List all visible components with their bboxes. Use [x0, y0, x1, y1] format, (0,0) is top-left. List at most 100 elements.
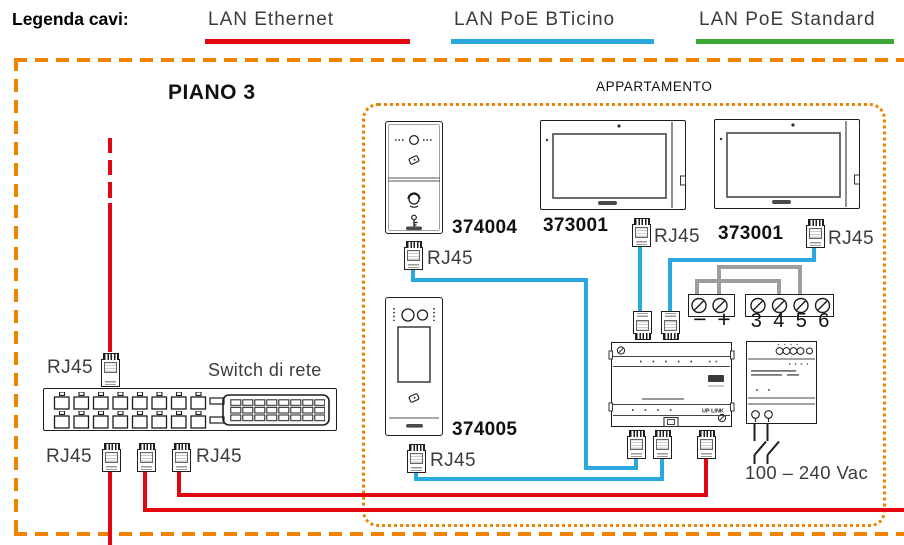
badge-reader-icon — [408, 155, 420, 165]
call-bell-icon — [407, 192, 421, 208]
side-notch — [680, 175, 686, 186]
mic-dot-icon — [545, 138, 549, 142]
brand-logo — [772, 200, 791, 204]
rj45-label-374005: RJ45 — [430, 450, 476, 471]
apartment-label: APPARTAMENTO — [596, 79, 713, 94]
central-poe-unit-art: UP LINK — [608, 346, 735, 428]
terminal-label-plus: + — [717, 306, 731, 332]
central-poe-unit: UP LINK — [608, 342, 735, 428]
terminal-hole — [789, 347, 798, 355]
power-supply-unit — [746, 341, 817, 424]
floor-border-bottom — [14, 532, 904, 536]
cable-segment-374005-run — [414, 477, 664, 481]
brand-logo — [708, 375, 724, 382]
disconnect-blade-icon — [753, 440, 767, 456]
cable-segment-port1-stub — [634, 455, 638, 470]
device-code-374004: 374004 — [452, 217, 518, 238]
fine-print — [787, 374, 799, 376]
key-icon — [411, 214, 418, 227]
terminal-block-power — [688, 294, 735, 317]
sensor-lens-icon — [416, 309, 429, 321]
cable-segment-monitor2-stub — [668, 258, 672, 313]
rj45-connector-central-bottom2 — [653, 430, 672, 459]
jumper-terminal4-vertical — [777, 279, 781, 296]
terminal-block-power-art — [691, 297, 728, 314]
screw-icon — [712, 297, 728, 314]
rj45-connector-central-bottom1 — [627, 430, 646, 459]
terminal-label-6: 6 — [818, 310, 830, 332]
jumper-plus-run — [717, 265, 802, 269]
cable-segment-switch-downlink2 — [143, 468, 147, 512]
mains-voltage-label: 100 – 240 Vac — [745, 462, 869, 483]
cable-segment-monitor2-drop — [812, 244, 816, 262]
screw-icon — [814, 297, 831, 314]
fine-print — [642, 398, 684, 400]
terminal-label-5: 5 — [795, 310, 807, 332]
din-clip — [730, 402, 735, 412]
terminal-hole — [806, 347, 813, 355]
fine-print — [751, 370, 796, 372]
floor-label: PIANO 3 — [168, 81, 256, 104]
screw-icon — [691, 297, 707, 314]
screw-icon — [793, 297, 809, 314]
brand-logo — [406, 424, 423, 428]
cable-segment-switch-downlink1 — [108, 468, 112, 545]
disconnect-blade-icon — [766, 440, 780, 456]
din-clip — [730, 350, 735, 360]
cable-segment-switch-to-central — [177, 468, 181, 497]
terminal-label-4: 4 — [773, 310, 785, 332]
brand-logo — [598, 201, 617, 205]
terminal-block-numbers — [745, 294, 834, 317]
cable-segment-riser-dash — [108, 182, 112, 198]
indoor-monitor-1 — [540, 120, 686, 210]
polarity-labels: − + — [688, 306, 736, 333]
cable-segment-port2-stub — [660, 455, 664, 481]
rj45-label-monitor1: RJ45 — [654, 226, 700, 247]
switch-right-panel — [222, 394, 330, 426]
screw-icon — [616, 346, 626, 355]
terminal-label-minus: − — [693, 306, 707, 332]
side-notch — [854, 174, 860, 185]
legend-item-lan-poe-standard: LAN PoE Standard — [696, 9, 894, 46]
rj45-connector-monitor2 — [806, 219, 825, 248]
cable-segment-switch-to-central-run — [177, 493, 708, 497]
din-clip — [608, 350, 613, 360]
terminal-hole — [782, 347, 791, 355]
jumper-minus-vertical — [695, 279, 699, 296]
legend-swatch-red — [205, 39, 410, 44]
jumper-minus-run — [695, 279, 781, 283]
rj45-connector-central-top1 — [633, 311, 652, 334]
rj45-connector-monitor1 — [632, 218, 651, 247]
terminal-number-labels: 3 4 5 6 — [745, 310, 835, 333]
cable-segment-374004-to-port1 — [584, 466, 638, 470]
camera-lens-icon — [401, 308, 415, 322]
entrance-panel-374005 — [385, 297, 443, 436]
floor-border-top — [14, 58, 904, 62]
indoor-monitor-2 — [714, 119, 860, 209]
camera-dot-icon — [791, 123, 795, 127]
fine-print — [751, 374, 782, 376]
legend-label-lan-ethernet: LAN Ethernet — [208, 9, 335, 30]
port-row-bottom — [53, 411, 209, 429]
mains-wire-right — [766, 424, 780, 464]
mains-wires — [753, 424, 780, 464]
rj45-connector-switch-port1 — [102, 443, 121, 472]
rj45-connector-central-top2 — [661, 311, 680, 334]
rj45-label-monitor2: RJ45 — [828, 228, 874, 249]
cable-segment-riser-to-switch — [108, 203, 112, 352]
terminal-label-3: 3 — [750, 310, 762, 332]
monitor2-art — [719, 121, 860, 207]
terminal-hole — [775, 347, 784, 355]
badge-reader-icon — [408, 393, 420, 403]
output-terminal — [751, 410, 760, 419]
jumper-terminal5-vertical — [798, 265, 802, 296]
legend-label-lan-poe-standard: LAN PoE Standard — [699, 9, 876, 30]
cable-segment-374004-riser — [584, 278, 588, 470]
screw-icon — [717, 413, 727, 423]
jumper-plus-vertical — [717, 265, 721, 296]
flat-port-bottom — [209, 416, 225, 424]
cable-segment-monitor1-drop — [638, 243, 642, 313]
legend-item-lan-poe-bticino: LAN PoE BTicino — [451, 9, 654, 46]
cable-segment-374004-run — [411, 278, 588, 282]
din-clip — [608, 402, 613, 412]
